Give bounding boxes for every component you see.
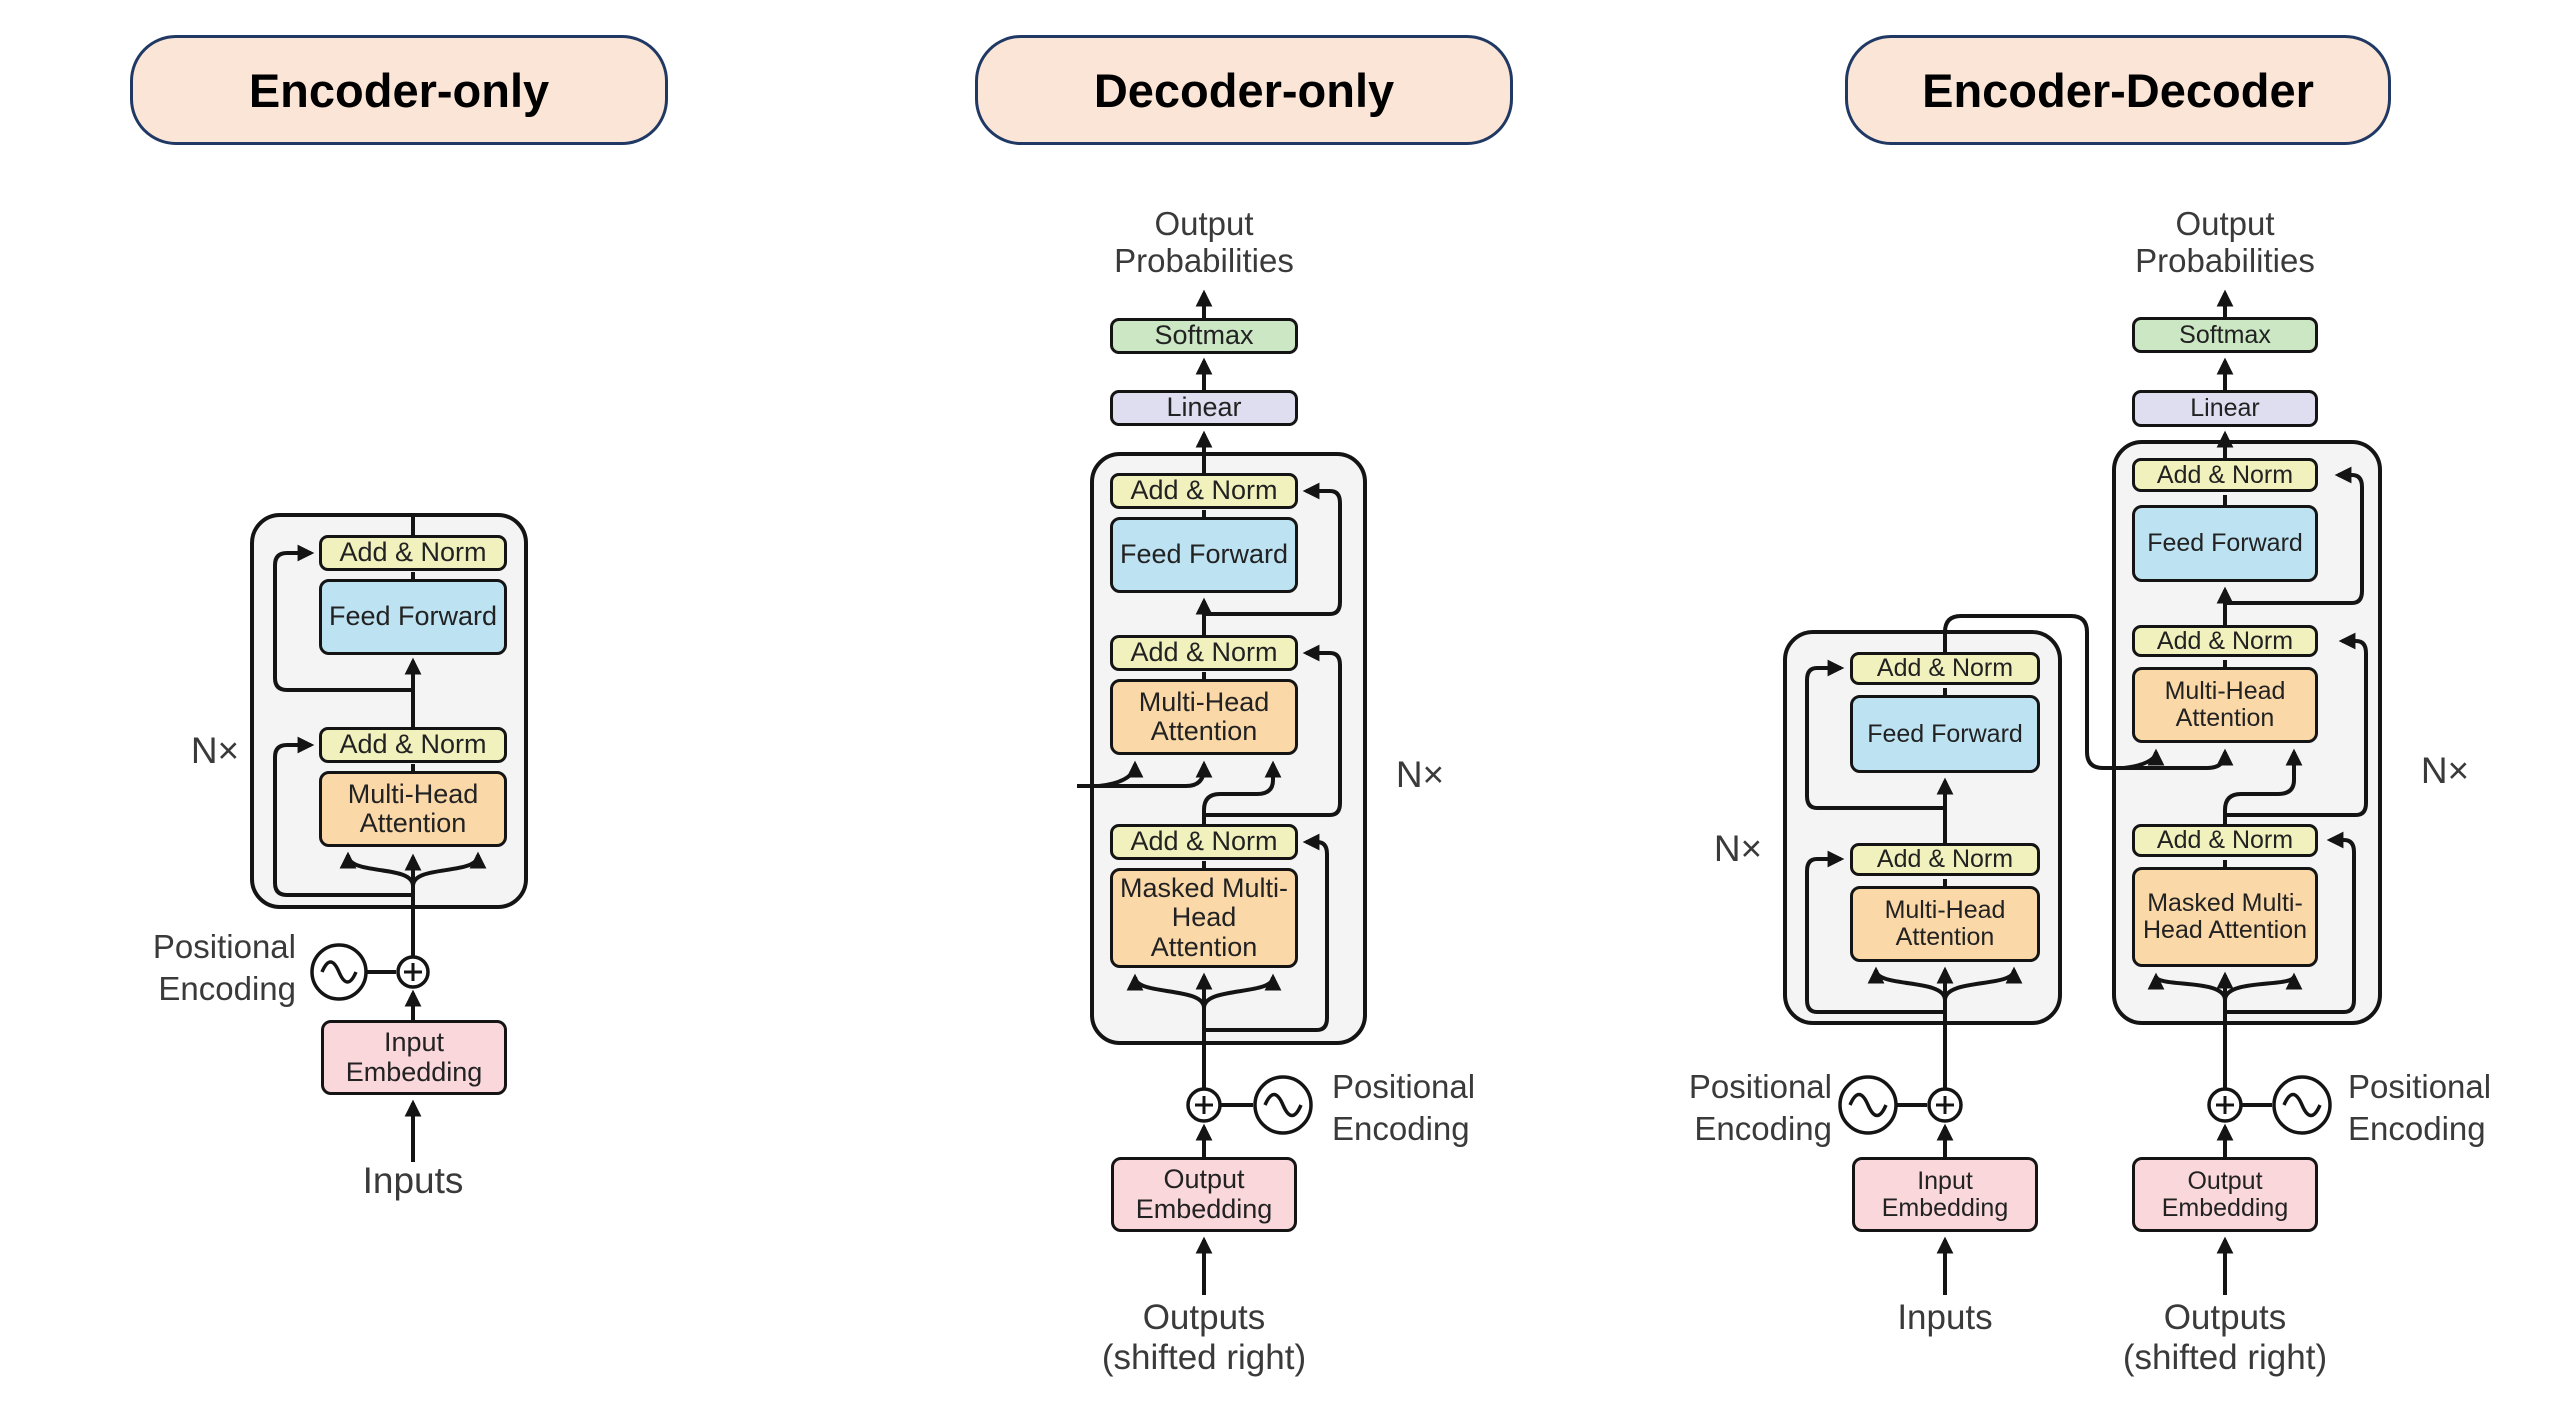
multi-head-attention-box: Multi-Head Attention	[1110, 679, 1298, 755]
feed-forward-box: Feed Forward	[1850, 695, 2040, 773]
positional-encoding-icon	[1253, 1075, 1313, 1135]
decoder-only-connectors	[1077, 289, 1342, 1295]
add-norm-box: Add & Norm	[1110, 473, 1298, 509]
inputs-label: Inputs	[362, 1160, 464, 1201]
n-times-label: N×	[1713, 828, 1763, 869]
title-encoder-only: Encoder-only	[130, 35, 668, 145]
positional-encoding-icon	[1838, 1075, 1898, 1135]
feed-forward-box: Feed Forward	[2132, 505, 2318, 582]
positional-encoding-label: Positional Encoding	[1688, 1068, 1832, 1147]
output-probabilities-label: Output Probabilities	[2135, 205, 2315, 279]
feed-forward-box: Feed Forward	[319, 579, 507, 655]
encdec-decoder-connectors	[2147, 289, 2368, 1295]
masked-multi-head-attention-box: Masked Multi-Head Attention	[1110, 868, 1298, 968]
title-encoder-decoder: Encoder-Decoder	[1845, 35, 2391, 145]
multi-head-attention-box: Multi-Head Attention	[1850, 886, 2040, 962]
n-times-label: N×	[1395, 754, 1445, 795]
add-icon	[2207, 1087, 2243, 1123]
n-times-label: N×	[2420, 750, 2470, 791]
add-icon	[1927, 1087, 1963, 1123]
positional-encoding-icon	[310, 943, 368, 1001]
encdec-encoder-connectors	[1805, 614, 2234, 1295]
output-probabilities-label: Output Probabilities	[1114, 205, 1294, 279]
outputs-shifted-right-label: Outputs (shifted right)	[1101, 1298, 1307, 1377]
feed-forward-box: Feed Forward	[1110, 517, 1298, 593]
positional-encoding-label: Positional Encoding	[152, 928, 296, 1007]
output-embedding-box: Output Embedding	[1111, 1157, 1297, 1232]
add-icon	[1186, 1087, 1222, 1123]
add-norm-box: Add & Norm	[1850, 652, 2040, 685]
linear-box: Linear	[1110, 390, 1298, 426]
add-norm-box: Add & Norm	[2132, 824, 2318, 857]
add-norm-box: Add & Norm	[2132, 625, 2318, 657]
output-embedding-box: Output Embedding	[2132, 1157, 2318, 1232]
softmax-box: Softmax	[2132, 317, 2318, 353]
linear-box: Linear	[2132, 390, 2318, 427]
add-icon	[396, 955, 430, 989]
multi-head-attention-box: Multi-Head Attention	[2132, 667, 2318, 743]
n-times-label: N×	[190, 730, 240, 771]
add-norm-box: Add & Norm	[1110, 824, 1298, 860]
add-norm-box: Add & Norm	[1110, 635, 1298, 671]
inputs-label: Inputs	[1897, 1298, 1993, 1337]
positional-encoding-label: Positional Encoding	[1332, 1068, 1476, 1147]
input-embedding-box: Input Embedding	[1852, 1157, 2038, 1232]
input-embedding-box: Input Embedding	[321, 1020, 507, 1095]
softmax-box: Softmax	[1110, 318, 1298, 354]
positional-encoding-icon	[2272, 1075, 2332, 1135]
encoder-only-connectors	[273, 513, 487, 1162]
add-norm-box: Add & Norm	[1850, 843, 2040, 876]
multi-head-attention-box: Multi-Head Attention	[319, 771, 507, 847]
positional-encoding-label: Positional Encoding	[2348, 1068, 2492, 1147]
add-norm-box: Add & Norm	[2132, 458, 2318, 492]
outputs-shifted-right-label: Outputs (shifted right)	[2122, 1298, 2328, 1377]
title-decoder-only: Decoder-only	[975, 35, 1513, 145]
add-norm-box: Add & Norm	[319, 727, 507, 763]
masked-multi-head-attention-box: Masked Multi-Head Attention	[2132, 867, 2318, 967]
add-norm-box: Add & Norm	[319, 535, 507, 571]
